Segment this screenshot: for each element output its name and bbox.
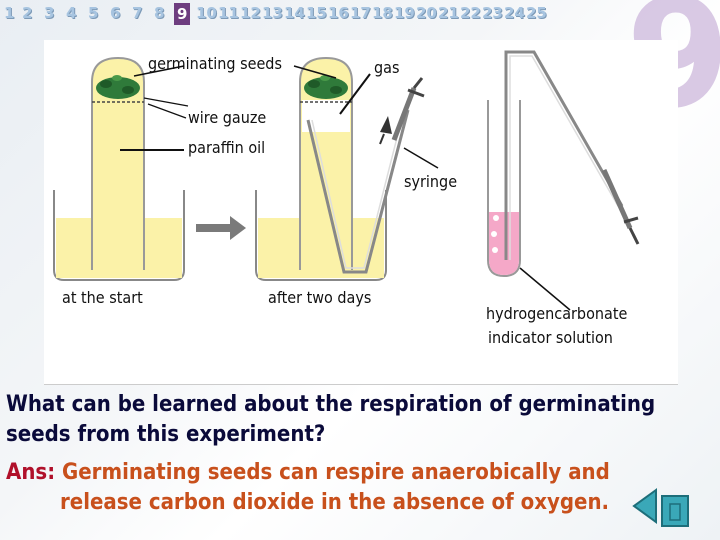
slide-number-20[interactable]: 20 <box>416 4 437 22</box>
slide-number-21[interactable]: 21 <box>438 4 459 22</box>
slide-number-18[interactable]: 18 <box>372 4 393 22</box>
slide-number-7[interactable]: 7 <box>132 4 143 22</box>
slide-number-23[interactable]: 23 <box>482 4 503 22</box>
label-at-the-start: at the start <box>62 288 143 307</box>
label-syringe: syringe <box>404 172 458 191</box>
slide-number-1[interactable]: 1 <box>4 4 15 22</box>
home-icon[interactable] <box>660 494 690 528</box>
label-after-two-days: after two days <box>268 288 372 307</box>
slide-number-3[interactable]: 3 <box>44 4 55 22</box>
slide-number-4[interactable]: 4 <box>66 4 77 22</box>
left-tube <box>91 56 145 270</box>
slide-number-13[interactable]: 13 <box>262 4 283 22</box>
middle-seeds <box>304 75 348 99</box>
answer-line2: release carbon dioxide in the absence of… <box>60 490 610 515</box>
label-gas: gas <box>374 58 400 77</box>
slide-number-24[interactable]: 24 <box>504 4 525 22</box>
question-text: What can be learned about the respiratio… <box>6 392 656 447</box>
diagram-panel: germinating seeds gas wire gauze paraffi… <box>44 40 678 385</box>
answer-line1: Germinating seeds can respire anaerobica… <box>62 460 610 485</box>
label-indicator-line1: hydrogencarbonate <box>486 304 628 323</box>
answer-prefix: Ans: <box>6 460 56 485</box>
indicator-tube <box>487 100 521 278</box>
slide-number-2[interactable]: 2 <box>22 4 33 22</box>
slide-number-12[interactable]: 12 <box>240 4 261 22</box>
slide-number-16[interactable]: 16 <box>328 4 349 22</box>
experiment-diagram <box>53 50 640 311</box>
slide-number-22[interactable]: 22 <box>460 4 481 22</box>
slide-number-15[interactable]: 15 <box>306 4 327 22</box>
slide-number-8[interactable]: 8 <box>154 4 165 22</box>
left-seeds <box>96 75 140 99</box>
slide-number-5[interactable]: 5 <box>88 4 99 22</box>
slide-number-10[interactable]: 10 <box>196 4 217 22</box>
slide-number-6[interactable]: 6 <box>110 4 121 22</box>
syringe <box>379 77 425 145</box>
syringe-right <box>601 168 640 245</box>
label-germinating-seeds: germinating seeds <box>148 54 282 73</box>
back-arrow-icon[interactable] <box>630 488 658 524</box>
label-wire-gauze: wire gauze <box>188 108 267 127</box>
answer-block: Ans: Germinating seeds can respire anaer… <box>6 458 706 518</box>
slide-number-25[interactable]: 25 <box>526 4 547 22</box>
middle-tube <box>299 56 353 270</box>
right-arrow-icon <box>196 216 246 240</box>
delivery-tube <box>306 109 410 274</box>
slide-number-17[interactable]: 17 <box>350 4 371 22</box>
slide-number-11[interactable]: 11 <box>218 4 239 22</box>
slide-number-19[interactable]: 19 <box>394 4 415 22</box>
indicator-delivery-tube <box>504 50 624 260</box>
label-indicator-line2: indicator solution <box>488 328 613 347</box>
slide-number-9[interactable]: 9 <box>174 3 191 25</box>
label-paraffin-oil: paraffin oil <box>188 138 266 157</box>
slide-number-14[interactable]: 14 <box>284 4 305 22</box>
